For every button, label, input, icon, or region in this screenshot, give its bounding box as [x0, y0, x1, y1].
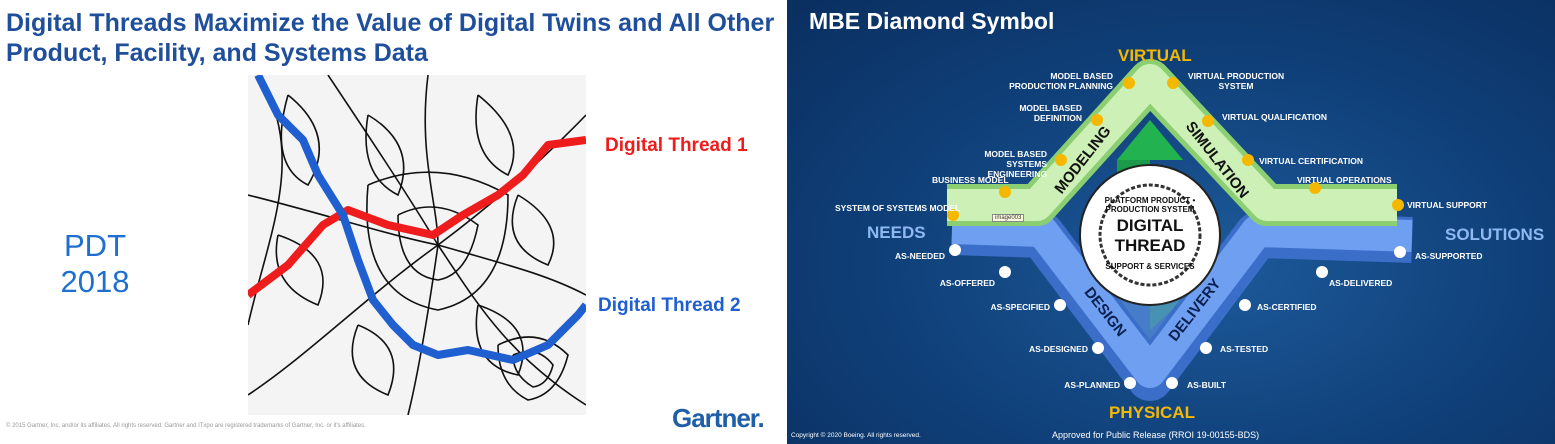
milestone-dot [1091, 114, 1103, 126]
diamond-diagram [947, 59, 1413, 401]
physical-band [951, 212, 1413, 388]
milestone-label: MODEL BASED DEFINITION [1019, 103, 1082, 123]
milestone-dot [1309, 182, 1321, 194]
mbe-slide: MBE Diamond Symbol image003 PLATFORM PRO… [787, 0, 1555, 444]
milestone-dot [1200, 342, 1212, 354]
milestone-label: VIRTUAL SUPPORT [1407, 200, 1488, 210]
spider-web-image [248, 75, 586, 415]
milestone-label: VIRTUAL CERTIFICATION [1259, 156, 1364, 166]
milestone-dot [1316, 266, 1328, 278]
ring-top-text: PLATFORM PRODUCT • PRODUCTION SYSTEM [1104, 196, 1196, 214]
copyright: © 2015 Gartner, Inc. and/or its affiliat… [6, 423, 366, 429]
milestone-label: AS-OFFERED [939, 278, 995, 288]
milestone-label: AS-BUILT [1187, 380, 1227, 390]
milestone-dot [949, 244, 961, 256]
year-text: 2018 [60, 264, 130, 299]
approval-note: Approved for Public Release (RROI 19-001… [1052, 430, 1260, 440]
gartner-logo: Gartner. [672, 403, 765, 433]
milestone-dot [1123, 77, 1135, 89]
milestone-dot [999, 266, 1011, 278]
milestone-label: VIRTUAL OPERATIONS [1297, 175, 1392, 185]
physical-label: PHYSICAL [1109, 403, 1195, 422]
milestone-label: AS-PLANNED [1064, 380, 1120, 390]
milestone-dot [1242, 154, 1254, 166]
milestone-label: AS-DELIVERED [1329, 278, 1393, 288]
milestone-label: AS-TESTED [1220, 344, 1269, 354]
milestone-label: AS-SUPPORTED [1415, 251, 1483, 261]
milestone-label: AS-CERTIFIED [1257, 302, 1317, 312]
milestone-dot [1055, 154, 1067, 166]
milestone-label: AS-SPECIFIED [990, 302, 1050, 312]
slide-title: MBE Diamond Symbol [809, 8, 1055, 34]
milestone-dot [1092, 342, 1104, 354]
milestone-dot [1202, 115, 1214, 127]
thread2-label: Digital Thread 2 [598, 295, 741, 316]
milestone-label: MODEL BASED SYSTEMS ENGINEERING [984, 149, 1047, 179]
milestone-dot [1394, 246, 1406, 258]
pdt-text: PDT [64, 228, 126, 263]
milestone-dot [1124, 377, 1136, 389]
virtual-band [947, 64, 1397, 221]
needs-label: NEEDS [867, 223, 926, 242]
center-line1: DIGITAL [1116, 216, 1184, 235]
milestone-label: AS-NEEDED [894, 251, 945, 261]
milestone-label: VIRTUAL QUALIFICATION [1222, 112, 1327, 122]
milestone-label: AS-DESIGNED [1028, 344, 1088, 354]
milestone-dot [1392, 199, 1404, 211]
solutions-label: SOLUTIONS [1445, 225, 1545, 244]
gartner-slide: Digital Threads Maximize the Value of Di… [6, 9, 775, 433]
tooltip: image003 [992, 214, 1025, 222]
milestone-dot [999, 186, 1011, 198]
virtual-label: VIRTUAL [1118, 46, 1192, 65]
seal-rope [1098, 183, 1202, 287]
milestone-label: MODEL BASED PRODUCTION PLANNING [1009, 71, 1113, 91]
milestone-label: BUSINESS MODEL [932, 175, 1009, 185]
arrow-up-head [1117, 120, 1183, 160]
slide-title: Digital Threads Maximize the Value of Di… [6, 9, 775, 67]
milestone-label: VIRTUAL PRODUCTION SYSTEM [1187, 71, 1285, 91]
milestone-dot [1167, 77, 1179, 89]
milestone-label: SYSTEM OF SYSTEMS MODEL [835, 203, 961, 213]
milestone-dot [1166, 377, 1178, 389]
milestone-dot [1054, 299, 1066, 311]
milestone-dot [1239, 299, 1251, 311]
copyright: Copyright © 2020 Boeing. All rights rese… [791, 432, 921, 439]
ring-bottom-text: SUPPORT & SERVICES [1105, 262, 1195, 271]
thread1-label: Digital Thread 1 [605, 135, 748, 156]
center-line2: THREAD [1114, 236, 1186, 255]
milestone-dot [947, 209, 959, 221]
